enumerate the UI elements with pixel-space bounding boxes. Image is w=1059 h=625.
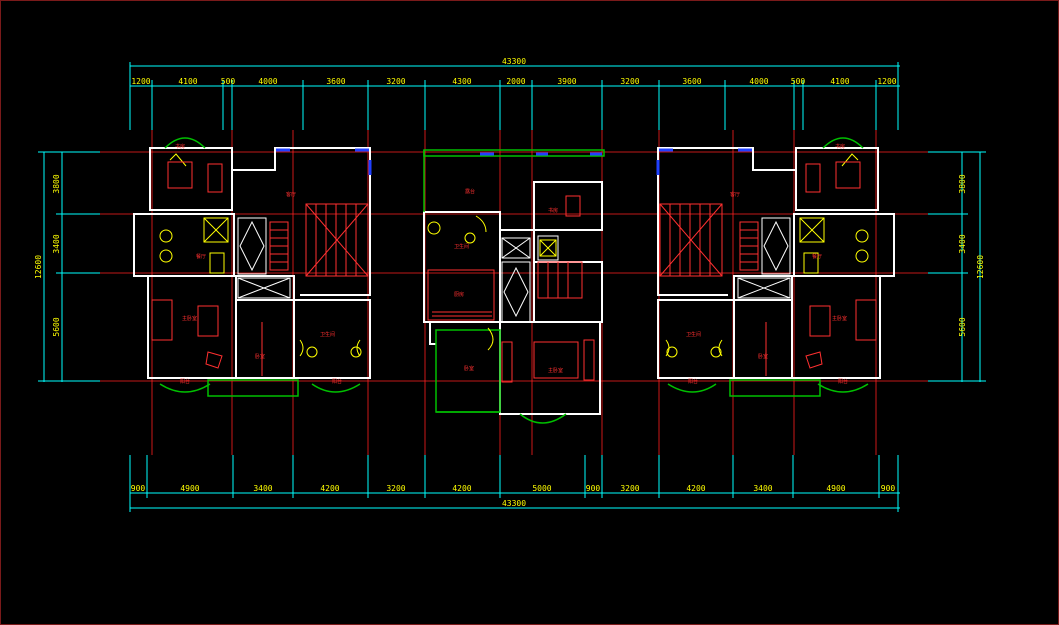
dim-label: 1200	[877, 77, 896, 86]
dim-label: 3200	[620, 484, 639, 493]
dim-label: 4100	[178, 77, 197, 86]
left-overall-dimension: 12600	[34, 255, 43, 279]
dim-label: 500	[221, 77, 236, 86]
dim-label: 4000	[258, 77, 277, 86]
left-unit-plan: 书房 客厅 餐厅 主卧室 卧室 卫生间 阳台 阳台	[133, 137, 372, 397]
dim-label: 4300	[452, 77, 471, 86]
top-extension-lines	[129, 62, 899, 130]
dim-label: 4900	[826, 484, 845, 493]
top-dimension-labels: 1200 4100 500 4000 3600 3200 4300 2000 3…	[131, 77, 896, 86]
dim-label: 3800	[52, 174, 61, 193]
dim-label: 3600	[682, 77, 701, 86]
dim-label: 3200	[386, 484, 405, 493]
dim-label: 3900	[557, 77, 576, 86]
room-label: 阳台	[332, 378, 342, 385]
dim-label: 500	[791, 77, 806, 86]
room-label: 卫生间	[454, 243, 469, 250]
room-label: 卧室	[464, 365, 474, 372]
dim-label: 4000	[749, 77, 768, 86]
room-label: 卫生间	[320, 331, 335, 338]
overall-dimension-top: 43300	[502, 57, 526, 66]
dim-label: 4900	[180, 484, 199, 493]
center-unit-plan: 露台 卫生间 书房 主卧室 卧室 厨房	[423, 149, 605, 424]
dim-label: 3400	[52, 234, 61, 253]
room-label: 主卧室	[832, 315, 847, 322]
room-label: 书房	[835, 143, 845, 150]
dim-label: 4100	[830, 77, 849, 86]
dim-label: 2000	[506, 77, 525, 86]
room-label: 主卧室	[182, 315, 197, 322]
right-unit-plan: 书房 客厅 餐厅 主卧室 卧室 卫生间 阳台 阳台	[656, 137, 895, 397]
room-label: 阳台	[838, 378, 848, 385]
dim-label: 3200	[620, 77, 639, 86]
room-label: 阳台	[180, 378, 190, 385]
room-label: 主卧室	[548, 367, 563, 374]
bottom-dimension-labels: 900 4900 3400 4200 3200 4200 5000 900 32…	[131, 484, 896, 493]
room-label: 露台	[465, 188, 475, 195]
dim-label: 5000	[532, 484, 551, 493]
dim-label: 900	[881, 484, 896, 493]
room-label: 餐厅	[196, 253, 206, 260]
room-label: 书房	[175, 143, 185, 150]
dim-label: 900	[131, 484, 146, 493]
room-label: 卧室	[255, 353, 265, 360]
dim-label: 1200	[131, 77, 150, 86]
room-label: 卫生间	[686, 331, 701, 338]
dim-label: 5600	[52, 317, 61, 336]
dim-label: 4200	[320, 484, 339, 493]
dim-label: 3400	[753, 484, 772, 493]
room-label: 卧室	[758, 353, 768, 360]
dim-label: 4200	[686, 484, 705, 493]
overall-dimension-bottom: 43300	[502, 499, 526, 508]
room-label: 书房	[548, 207, 558, 214]
dim-label: 3400	[253, 484, 272, 493]
dim-label: 3800	[958, 174, 967, 193]
room-label: 客厅	[286, 191, 296, 198]
dim-label: 4200	[452, 484, 471, 493]
dim-label: 3400	[958, 234, 967, 253]
dim-label: 5600	[958, 317, 967, 336]
dim-label: 3200	[386, 77, 405, 86]
right-overall-dimension: 12600	[976, 255, 985, 279]
dim-label: 900	[586, 484, 601, 493]
room-label: 餐厅	[812, 253, 822, 260]
room-label: 厨房	[454, 291, 464, 298]
side-extension-lines	[38, 151, 986, 382]
axis-grid-lines	[100, 130, 928, 455]
room-label: 阳台	[688, 378, 698, 385]
dim-label: 3600	[326, 77, 345, 86]
room-label: 客厅	[730, 191, 740, 198]
dimension-lines	[43, 65, 981, 509]
bottom-extension-lines	[129, 455, 899, 512]
